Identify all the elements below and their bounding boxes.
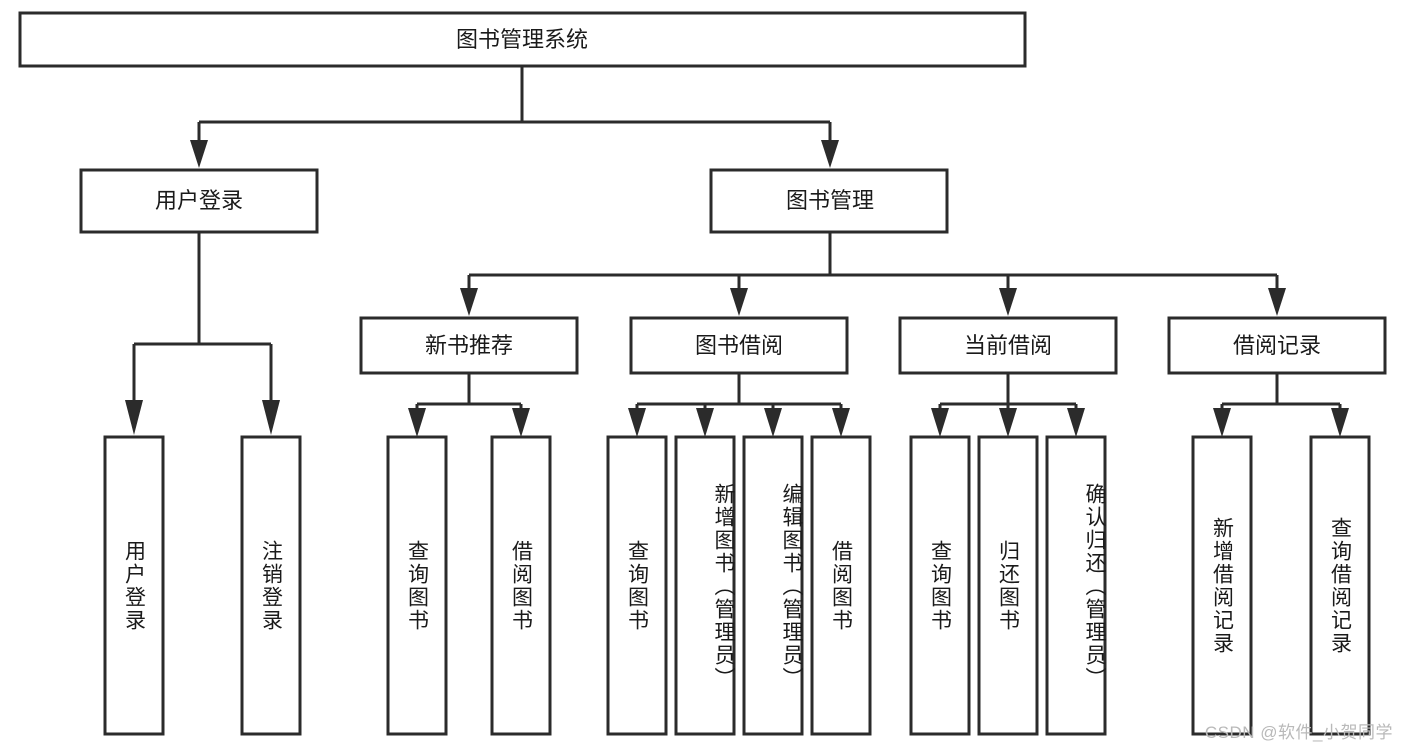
arrowhead-current-borrow bbox=[999, 288, 1017, 316]
node-user-login[interactable] bbox=[79, 168, 319, 234]
node-leaf-return-book[interactable] bbox=[977, 435, 1039, 736]
node-book-borrow-label: 图书借阅 bbox=[695, 333, 783, 358]
arrowhead-leaf-query-book-1 bbox=[408, 408, 426, 437]
node-leaf-user-login[interactable] bbox=[103, 435, 165, 736]
arrowhead-leaf-confirm-return bbox=[1067, 408, 1085, 437]
arrowhead-book-borrow bbox=[730, 288, 748, 316]
node-leaf-add-record[interactable] bbox=[1191, 435, 1253, 736]
node-leaf-borrow-book-2[interactable] bbox=[810, 435, 872, 736]
node-leaf-query-book-2[interactable] bbox=[606, 435, 668, 736]
arrowhead-leaf-user-login bbox=[125, 400, 143, 435]
arrowhead-new-book-recommend bbox=[460, 288, 478, 316]
arrowhead-leaf-edit-book bbox=[764, 408, 782, 437]
node-borrow-record-label: 借阅记录 bbox=[1233, 333, 1321, 358]
node-book-manage-label: 图书管理 bbox=[786, 188, 874, 213]
arrowhead-leaf-query-book-3 bbox=[931, 408, 949, 437]
watermark-text: CSDN @软件_小贺同学 bbox=[1204, 723, 1393, 742]
node-leaf-query-book-3[interactable] bbox=[909, 435, 971, 736]
arrowhead-leaf-borrow-book-1 bbox=[512, 408, 530, 437]
arrowhead-user-login bbox=[190, 140, 208, 168]
node-leaf-edit-book[interactable] bbox=[742, 435, 804, 736]
arrowhead-leaf-return-book bbox=[999, 408, 1017, 437]
arrowhead-leaf-query-book-2 bbox=[628, 408, 646, 437]
node-new-book-recommend-label: 新书推荐 bbox=[425, 333, 513, 358]
node-current-borrow[interactable] bbox=[898, 316, 1118, 375]
node-leaf-add-book[interactable] bbox=[674, 435, 736, 736]
node-leaf-user-logout[interactable] bbox=[240, 435, 302, 736]
arrowhead-leaf-add-record bbox=[1213, 408, 1231, 437]
arrowhead-book-manage bbox=[821, 140, 839, 168]
node-leaf-confirm-return[interactable] bbox=[1045, 435, 1107, 736]
node-root[interactable] bbox=[18, 11, 1027, 68]
node-leaf-query-book-1[interactable] bbox=[386, 435, 448, 736]
arrowhead-leaf-borrow-book-2 bbox=[832, 408, 850, 437]
arrowhead-leaf-query-record bbox=[1331, 408, 1349, 437]
arrowhead-leaf-add-book bbox=[696, 408, 714, 437]
node-new-book-recommend[interactable] bbox=[359, 316, 579, 375]
node-book-manage[interactable] bbox=[709, 168, 949, 234]
node-user-login-label: 用户登录 bbox=[155, 188, 243, 213]
node-leaf-borrow-book-1[interactable] bbox=[490, 435, 552, 736]
node-current-borrow-label: 当前借阅 bbox=[964, 333, 1052, 358]
node-book-borrow[interactable] bbox=[629, 316, 849, 375]
arrowhead-leaf-user-logout bbox=[262, 400, 280, 435]
node-borrow-record[interactable] bbox=[1167, 316, 1387, 375]
connector-group bbox=[125, 66, 1349, 437]
arrowhead-borrow-record bbox=[1268, 288, 1286, 316]
node-root-label: 图书管理系统 bbox=[456, 27, 588, 52]
node-leaf-query-record[interactable] bbox=[1309, 435, 1371, 736]
